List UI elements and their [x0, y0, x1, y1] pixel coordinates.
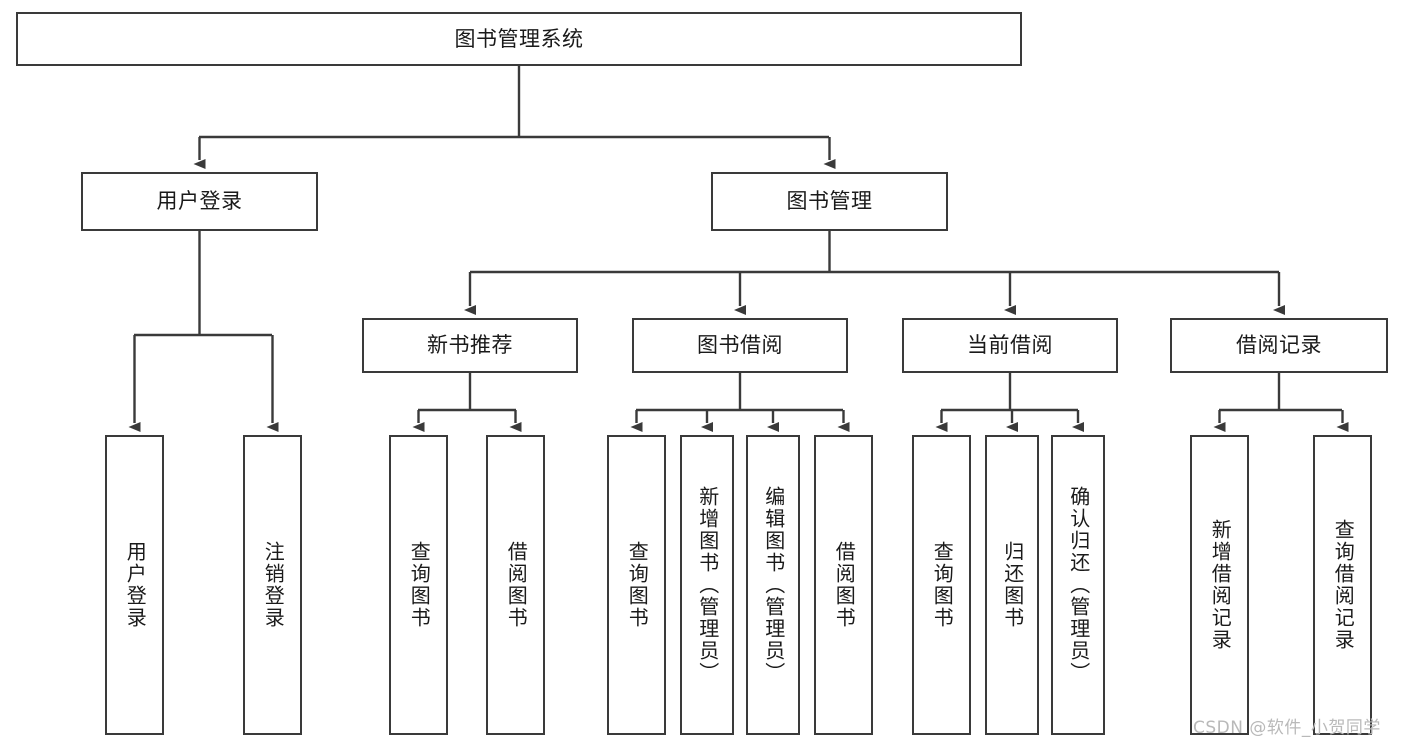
node-l4: 借阅图书: [486, 435, 545, 735]
node-label: 查询图书: [625, 541, 650, 629]
node-label: 图书管理: [786, 189, 873, 214]
node-n-current: 当前借阅: [902, 318, 1118, 373]
watermark-label: CSDN @软件_小贺同学: [1193, 718, 1381, 738]
node-l2: 注销登录: [243, 435, 302, 735]
node-l12: 新增借阅记录: [1190, 435, 1249, 735]
node-label: 图书借阅: [697, 333, 783, 358]
node-l3: 查询图书: [389, 435, 448, 735]
node-label: 查询图书: [407, 541, 432, 629]
node-l9: 查询图书: [912, 435, 971, 735]
node-label: 查询图书: [930, 541, 955, 629]
node-n-borrow: 图书借阅: [632, 318, 848, 373]
node-label: 编辑图书（管理员）: [761, 486, 786, 684]
node-n-login: 用户登录: [81, 172, 318, 231]
node-l6: 新增图书（管理员）: [680, 435, 734, 735]
node-label: 查询借阅记录: [1331, 519, 1356, 651]
node-l7: 编辑图书（管理员）: [746, 435, 800, 735]
node-label: 当前借阅: [967, 333, 1053, 358]
node-n-newbook: 新书推荐: [362, 318, 578, 373]
node-label: 注销登录: [261, 541, 286, 629]
node-l11: 确认归还（管理员）: [1051, 435, 1105, 735]
node-label: 借阅记录: [1236, 333, 1322, 358]
node-label: 用户登录: [156, 189, 243, 214]
node-l1: 用户登录: [105, 435, 164, 735]
node-l13: 查询借阅记录: [1313, 435, 1372, 735]
node-label: 新增借阅记录: [1208, 519, 1233, 651]
node-label: 图书管理系统: [454, 26, 584, 51]
node-label: 确认归还（管理员）: [1066, 486, 1091, 684]
node-l8: 借阅图书: [814, 435, 873, 735]
node-n-record: 借阅记录: [1170, 318, 1388, 373]
node-label: 新增图书（管理员）: [695, 486, 720, 684]
node-label: 借阅图书: [832, 541, 857, 629]
node-label: 新书推荐: [427, 333, 513, 358]
node-root: 图书管理系统: [16, 12, 1022, 66]
node-l5: 查询图书: [607, 435, 666, 735]
node-label: 归还图书: [1000, 541, 1025, 629]
node-label: 借阅图书: [504, 541, 529, 629]
node-label: 用户登录: [123, 541, 148, 629]
node-n-books: 图书管理: [711, 172, 948, 231]
node-l10: 归还图书: [985, 435, 1039, 735]
